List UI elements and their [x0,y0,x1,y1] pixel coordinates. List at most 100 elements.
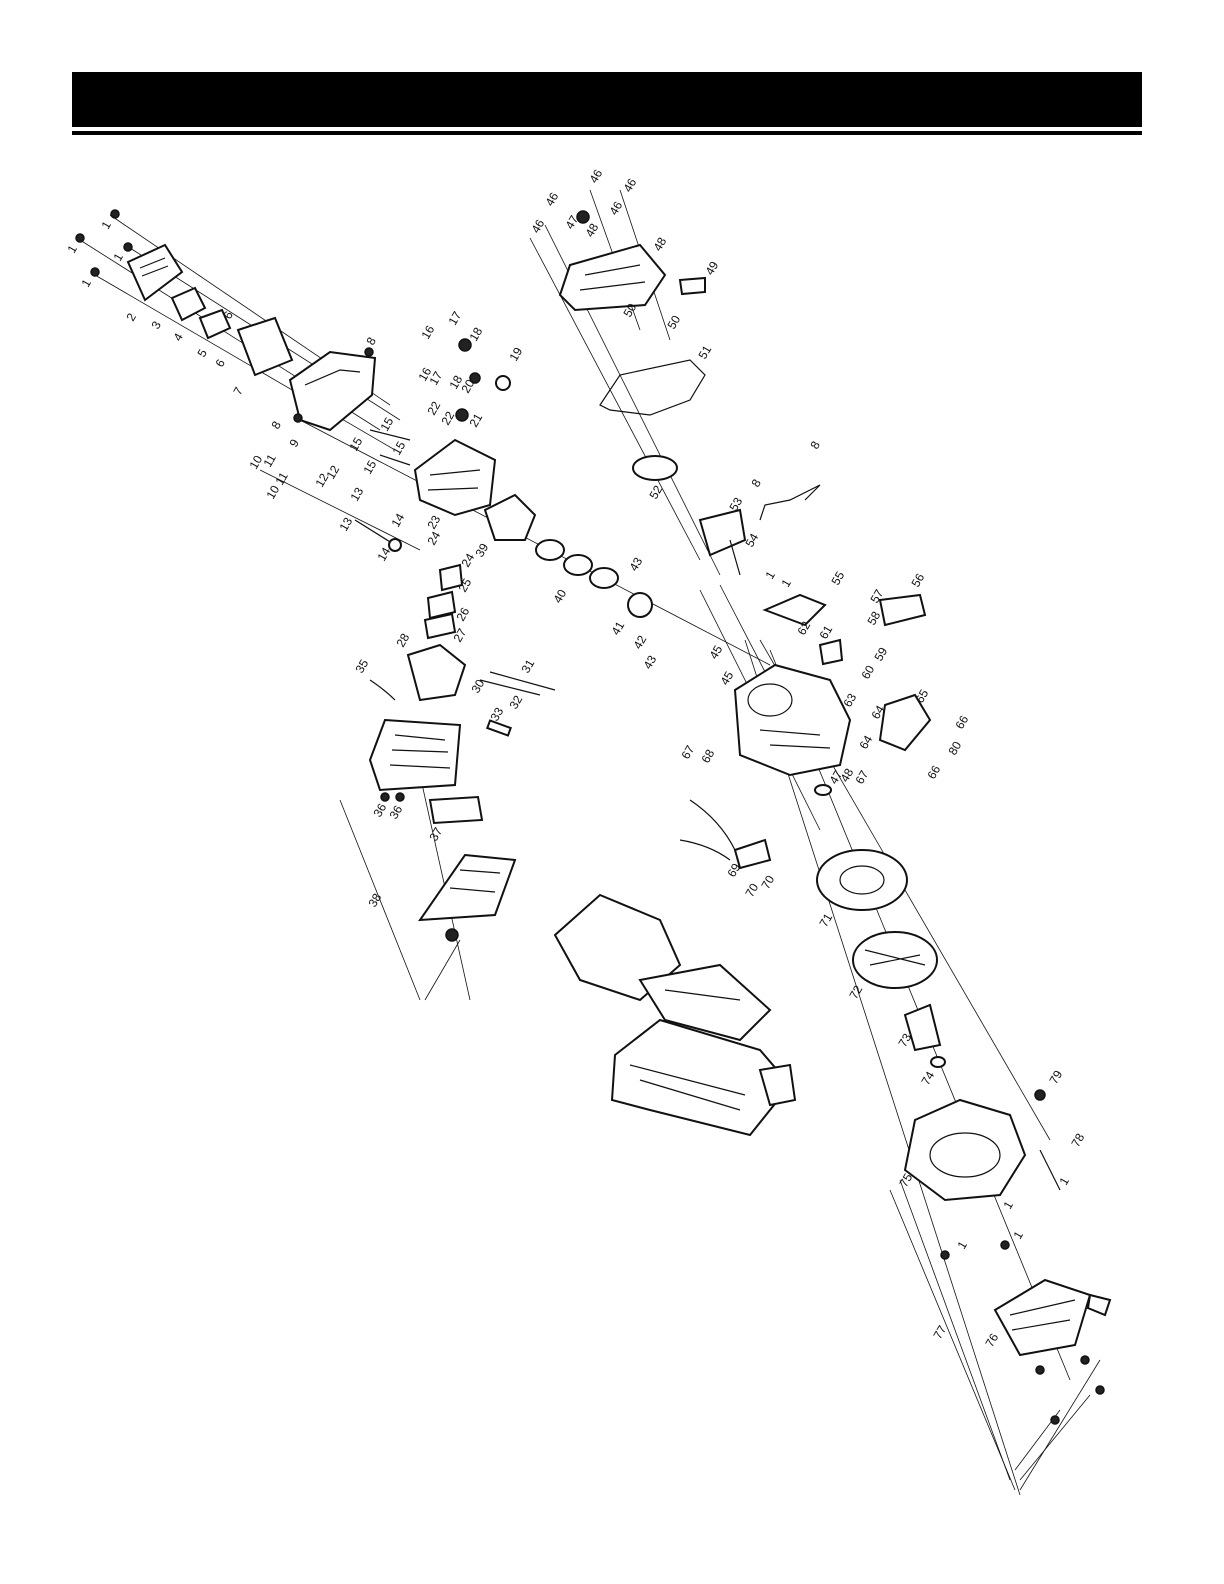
carburetor-group [369,563,556,737]
part-label-16: 16 [415,365,434,384]
part-label-36: 36 [370,801,389,820]
part-label-67: 67 [852,768,871,787]
part-label-22: 22 [438,409,457,428]
part-label-73: 73 [895,1031,914,1050]
ignition-coil-group [679,799,772,870]
part-label-33: 33 [487,705,506,724]
part-label-46: 46 [620,176,639,195]
part-label-14: 14 [374,545,393,564]
part-label-51: 51 [695,343,714,362]
part-label-39: 39 [472,541,491,560]
part-label-56: 56 [908,571,927,590]
part-label-1: 1 [762,568,778,581]
part-label-40: 40 [550,587,569,606]
header-bar [72,72,1142,127]
part-label-46: 46 [542,190,561,209]
part-label-1: 1 [1010,1228,1026,1241]
air-filter-group [368,718,517,942]
part-label-64: 64 [856,733,875,752]
part-label-4: 4 [170,330,186,343]
part-label-1: 1 [98,218,114,231]
part-label-32: 32 [506,693,525,712]
part-label-10: 10 [263,483,282,502]
part-label-69: 69 [724,861,743,880]
part-label-17: 17 [426,369,445,388]
part-label-17: 17 [445,309,464,328]
part-label-26: 26 [453,605,472,624]
part-label-61: 61 [816,623,835,642]
part-label-43: 43 [640,653,659,672]
part-label-79: 79 [1046,1068,1065,1087]
part-label-58: 58 [864,609,883,628]
part-label-47: 47 [826,768,845,787]
part-label-16: 16 [418,323,437,342]
part-label-9: 9 [286,436,302,449]
part-label-41: 41 [608,619,627,638]
part-label-37: 37 [426,825,445,844]
part-label-53: 53 [726,495,745,514]
part-label-1: 1 [1056,1174,1072,1187]
part-label-3: 3 [148,318,164,331]
part-label-52: 52 [646,483,665,502]
part-label-42: 42 [630,633,649,652]
part-label-45: 45 [717,669,736,688]
part-label-35: 35 [352,657,371,676]
part-label-21: 21 [466,411,485,430]
part-label-2: 2 [123,310,139,323]
part-label-62: 62 [794,619,813,638]
part-label-15: 15 [360,458,379,477]
part-label-43: 43 [626,555,645,574]
part-label-49: 49 [702,259,721,278]
part-label-11: 11 [272,469,291,487]
part-label-55: 55 [828,569,847,588]
part-label-12: 12 [323,463,342,482]
part-label-1: 1 [78,276,94,289]
part-label-50: 50 [664,313,683,332]
part-label-1: 1 [1000,1198,1016,1211]
part-label-75: 75 [896,1171,915,1190]
part-label-1: 1 [778,576,794,589]
part-label-70: 70 [742,881,761,900]
part-label-15: 15 [389,439,408,458]
part-label-63: 63 [840,691,859,710]
part-label-74: 74 [918,1069,937,1088]
crankcase-cover-group [558,210,747,576]
part-label-38: 38 [365,891,384,910]
part-label-13: 13 [347,485,366,504]
part-label-64: 64 [868,703,887,722]
part-label-60: 60 [858,663,877,682]
part-label-76: 76 [982,1331,1001,1350]
part-label-27: 27 [450,626,469,645]
part-label-46: 46 [606,199,625,218]
part-label-15: 15 [377,415,396,434]
part-label-36: 36 [386,803,405,822]
part-label-8: 8 [807,438,823,451]
part-label-66: 66 [924,763,943,782]
part-label-72: 72 [846,983,865,1002]
part-label-68: 68 [698,747,717,766]
part-label-80: 80 [945,739,964,758]
part-label-23: 23 [424,513,443,532]
part-label-47: 47 [562,213,581,232]
flywheel-group [816,849,946,1068]
part-label-15: 15 [346,435,365,454]
part-label-66: 66 [952,713,971,732]
part-label-59: 59 [871,645,890,664]
part-label-48: 48 [582,221,601,240]
part-label-13: 13 [336,515,355,534]
part-label-1: 1 [64,242,80,255]
part-label-6: 6 [212,356,228,369]
part-label-5: 5 [194,346,210,359]
part-label-57: 57 [867,587,886,606]
part-label-48: 48 [837,766,856,785]
part-label-1: 1 [110,250,126,263]
part-label-46: 46 [586,167,605,186]
part-label-67: 67 [678,743,697,762]
part-label-20: 20 [458,377,477,396]
part-label-18: 18 [446,373,465,392]
part-label-24: 24 [458,551,477,570]
part-label-18: 18 [466,325,485,344]
part-label-54: 54 [742,531,761,550]
part-label-8: 8 [363,334,379,347]
